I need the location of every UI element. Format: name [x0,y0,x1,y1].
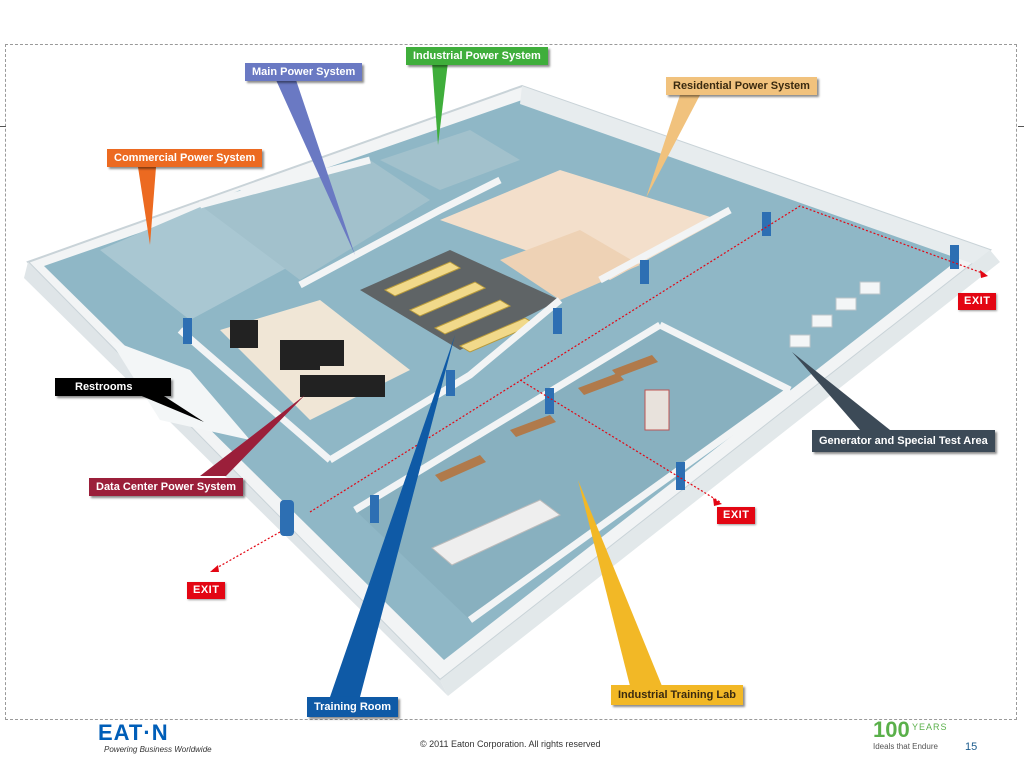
front-wall [440,250,1000,696]
lab-cabinet [644,389,670,431]
main-power-callout: Main Power System [245,63,363,81]
restroom-area [110,340,250,440]
copyright-text: © 2011 Eaton Corporation. All rights res… [420,739,601,749]
generator-pointer [792,352,890,430]
page-number: 15 [965,741,978,753]
exit-sign-left: EXIT [187,582,226,599]
industrial-room-floor [380,130,520,190]
commercial-pointer [138,167,156,245]
anniversary-logo: 100 [873,717,910,742]
right-wall [520,86,990,268]
exit-sign-middle: EXIT [717,507,756,524]
training-lab-pointer [578,480,662,686]
training-room-pointer [330,335,455,697]
right-tick [1018,126,1024,127]
lab-benches [435,355,658,482]
generator-units [789,281,881,348]
residential-power-callout: Residential Power System [666,77,817,95]
exit-routes [212,205,986,571]
eaton-tagline: Powering Business Worldwide [104,745,212,754]
exit-sign-right: EXIT [958,293,997,310]
industrial-power-callout: Industrial Power System [406,47,548,65]
anniversary-tagline: Ideals that Endure [873,742,938,751]
doors [183,212,959,536]
exit-arrows [210,270,988,572]
commercial-power-callout: Commercial Power System [107,149,263,167]
training-room-callout: Training Room [307,697,398,717]
floor-plan-diagram [24,62,1000,697]
industrial-pointer [432,62,448,145]
datacenter-pointer [200,395,305,476]
slide-frame [5,44,1017,720]
left-tick [0,126,6,127]
residential-inner [500,230,640,300]
residential-pointer [646,95,700,198]
restrooms-callout: Restrooms [55,378,171,396]
data-center-racks [230,320,385,397]
data-center-power-callout: Data Center Power System [89,478,243,496]
interior-walls [177,156,793,623]
lab-equipment [431,499,561,566]
generator-test-area-callout: Generator and Special Test Area [812,430,995,452]
eaton-logo: EAT·N [98,720,169,745]
industrial-training-lab-callout: Industrial Training Lab [611,685,743,705]
main-pointer [276,80,355,255]
anniversary-years-word: YEARS [912,722,948,732]
